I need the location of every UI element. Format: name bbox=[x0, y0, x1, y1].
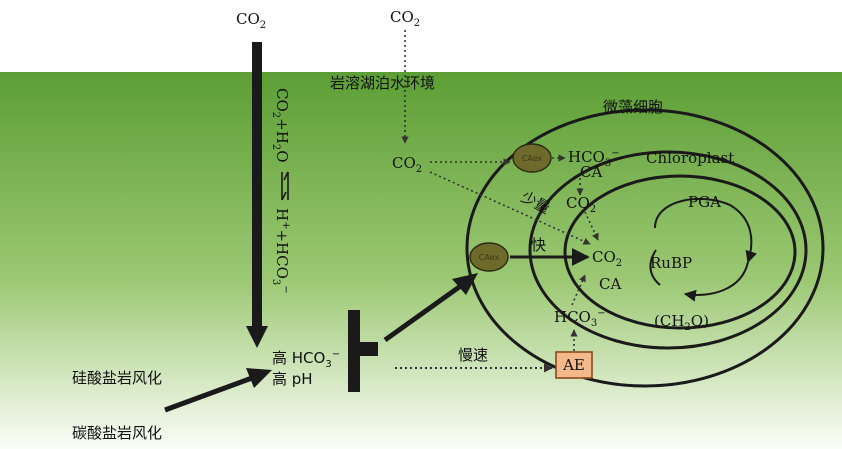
ca-upper: CA bbox=[580, 163, 602, 181]
vertical-equation-top-group: CO2+H2O bbox=[270, 88, 291, 163]
lake-water-background bbox=[0, 72, 842, 449]
co2-chloroplast: CO2 bbox=[592, 248, 622, 269]
calvin-cycle-arc-top bbox=[654, 198, 757, 264]
rubp-label: RuBP bbox=[650, 254, 692, 272]
chloroplast-inner-membrane bbox=[563, 174, 797, 330]
top-co2-left: CO2 bbox=[236, 10, 266, 31]
vertical-equation-bottom-group: H++HCO3− bbox=[270, 208, 291, 294]
ae-transporter-box bbox=[555, 351, 593, 379]
weathering-arrow bbox=[164, 375, 253, 413]
hco3-to-co2-arrow-lower bbox=[571, 274, 586, 306]
co2-environment: CO2 bbox=[392, 154, 422, 175]
vertical-flux-arrow-shaft bbox=[252, 42, 262, 332]
hco3-lower: HCO3− bbox=[554, 308, 606, 329]
caex-label-lower: CAex bbox=[479, 253, 500, 262]
vertical-flux-arrow-head bbox=[246, 326, 268, 348]
caex-enzyme-lower bbox=[469, 242, 509, 272]
diagonal-arrow-to-cell bbox=[383, 282, 464, 343]
ae-label: AE bbox=[562, 356, 585, 374]
high-hco3-label: 高 HCO3− bbox=[272, 349, 340, 370]
ca-lower: CA bbox=[599, 275, 621, 293]
co2-small-diffusion-arrow bbox=[429, 171, 591, 245]
calvin-cycle-arc-left bbox=[649, 249, 661, 286]
top-co2-right: CO2 bbox=[390, 8, 420, 29]
barrier-tee-shape bbox=[348, 310, 378, 392]
hco3-upper: HCO3− bbox=[568, 148, 620, 169]
ch2o-label: (CH2O) bbox=[654, 312, 709, 333]
diagonal-arrow-to-cell-head bbox=[452, 273, 478, 295]
environment-label: 岩溶湖泊水环境 bbox=[330, 74, 435, 92]
pga-label: PGA bbox=[688, 193, 721, 211]
equilibrium-icon bbox=[281, 171, 289, 201]
caex-label-upper: CAex bbox=[522, 154, 543, 163]
carbonate-weathering-label: 碳酸盐岩风化 bbox=[72, 424, 162, 442]
high-ph-label: 高 pH bbox=[272, 370, 313, 388]
weathering-arrow-head bbox=[246, 368, 272, 388]
calvin-cycle-arc-right bbox=[683, 261, 749, 302]
co2-into-chloroplast-arrow bbox=[584, 211, 599, 241]
slow-label: 慢速 bbox=[458, 346, 488, 364]
co2-middle: CO2 bbox=[566, 194, 596, 215]
cell-label: 微藻细胞 bbox=[603, 98, 663, 116]
chloroplast-outer-membrane bbox=[528, 150, 808, 350]
microalgae-cell-membrane bbox=[465, 108, 825, 388]
caex-enzyme-upper bbox=[512, 143, 552, 173]
vertical-equation-bottom: H++HCO3− bbox=[270, 208, 291, 294]
silicate-weathering-label: 硅酸盐岩风化 bbox=[72, 369, 162, 387]
fast-label: 快 bbox=[531, 236, 546, 254]
vertical-equation-top: CO2+H2O bbox=[270, 88, 291, 163]
chloroplast-label: Chloroplast bbox=[646, 149, 734, 167]
